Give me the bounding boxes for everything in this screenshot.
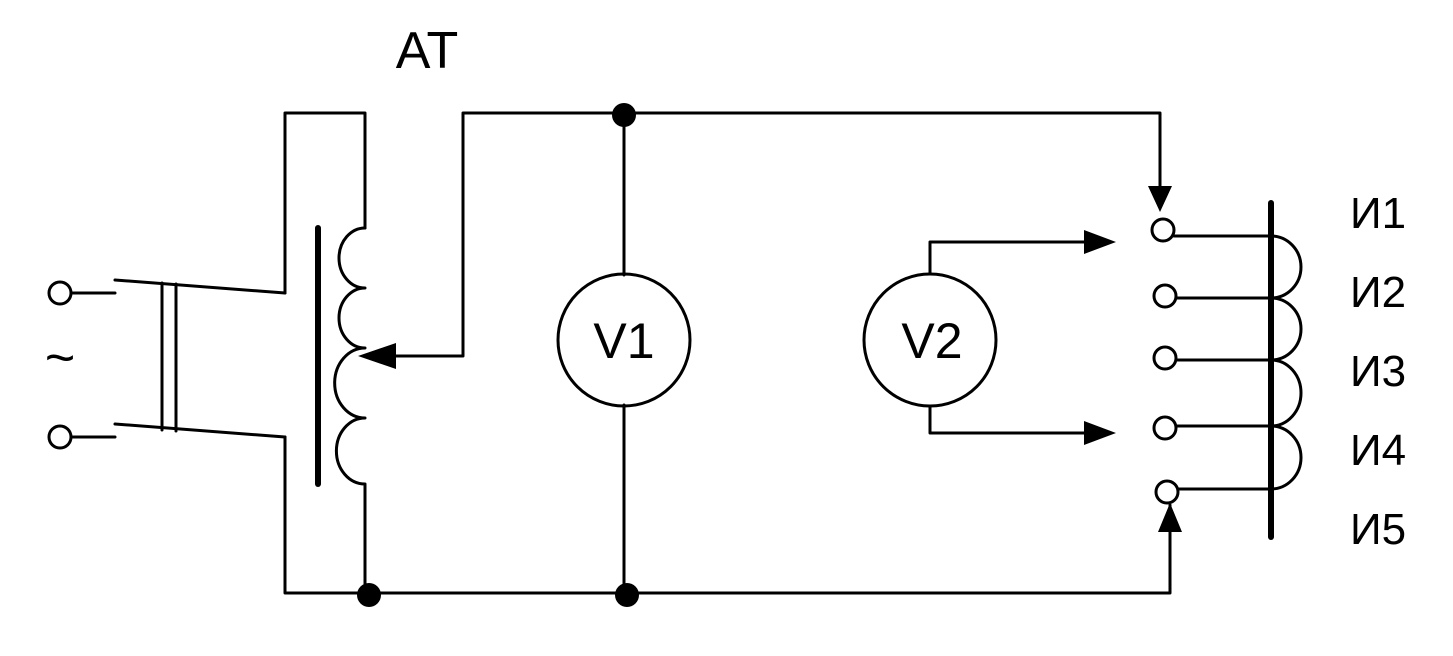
- tap-label-2: И2: [1350, 268, 1406, 317]
- tap-label-3: И3: [1350, 347, 1406, 396]
- wiper-arrow: [358, 343, 396, 369]
- transformer-label: AT: [396, 22, 459, 80]
- input-terminal-bottom: [47, 424, 73, 450]
- tap-terminal-3: [1152, 345, 1178, 371]
- tap-label-1: И1: [1350, 189, 1406, 238]
- junction-dot: [615, 583, 639, 607]
- ac-source-symbol: ~: [45, 329, 75, 387]
- v2-lead-arrow-bottom: [1084, 421, 1116, 445]
- tap-label-4: И4: [1350, 426, 1406, 475]
- tap-arrow-top: [1148, 186, 1172, 212]
- tap-terminal-5: [1154, 479, 1180, 505]
- voltmeter-v1: [556, 272, 692, 408]
- v2-lead-arrow-top: [1084, 230, 1116, 254]
- junction-dot: [357, 583, 381, 607]
- tap-terminal-1: [1150, 217, 1176, 243]
- tap-arrow-bottom: [1158, 503, 1182, 532]
- tapped-coil-winding: [1269, 234, 1303, 491]
- tap-label-5: И5: [1350, 505, 1406, 554]
- v2-label: V2: [901, 313, 962, 369]
- junction-dot: [612, 103, 636, 127]
- input-terminal-top: [47, 280, 73, 306]
- double-pole-switch: [113, 278, 287, 439]
- autotransformer-winding: [333, 226, 367, 595]
- tap-terminal-2: [1152, 283, 1178, 309]
- v1-label: V1: [593, 313, 654, 369]
- tap-terminal-4: [1152, 415, 1178, 441]
